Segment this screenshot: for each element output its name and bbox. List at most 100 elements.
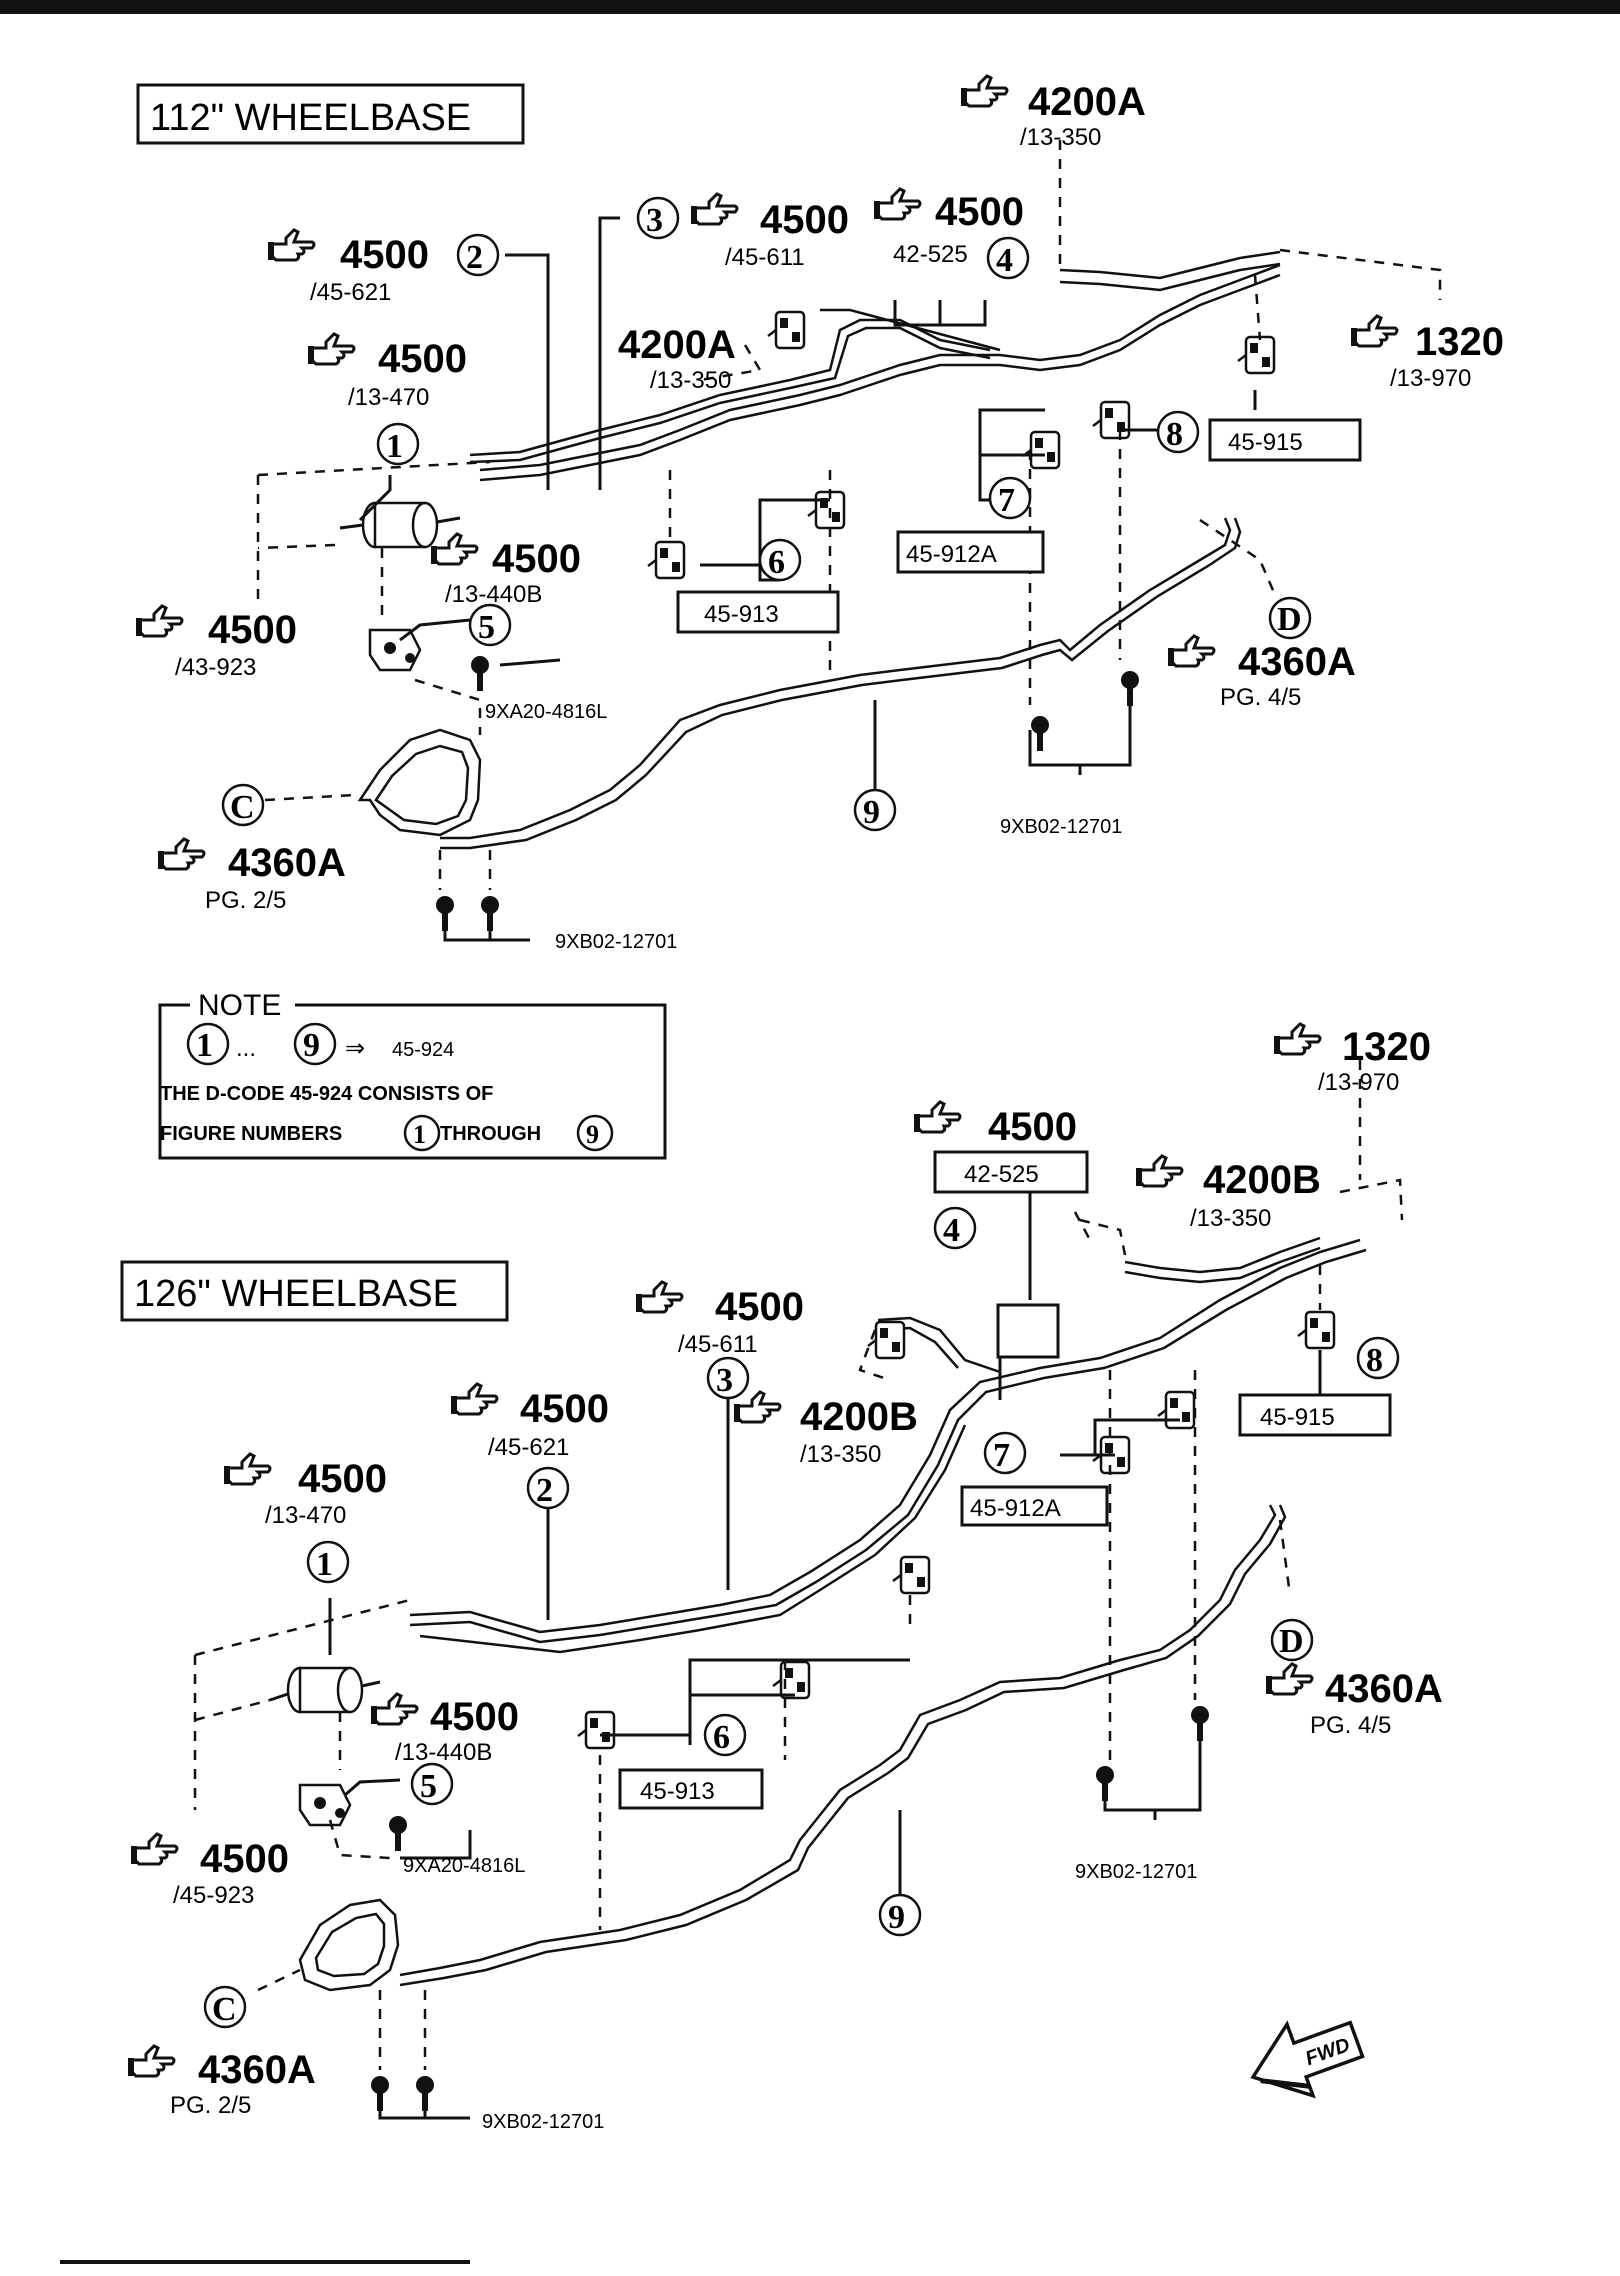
svg-text:45-915: 45-915: [1260, 1404, 1335, 1431]
line-clip-icon: [1091, 400, 1131, 440]
bottom-wheelbase-title: 126" WHEELBASE: [134, 1273, 458, 1315]
pointing-hand-icon: [872, 187, 922, 221]
bottom-ref-4360-c-code: 4360A: [198, 2048, 316, 2092]
bottom-ref-4500-923-code: 4500: [200, 1837, 289, 1881]
top-filler-neck-loop: [357, 728, 482, 837]
top-ref-4360-d-code: 4360A: [1238, 640, 1356, 684]
top-ref-4500-525-code: 4500: [935, 190, 1024, 234]
bottom-ref-4500-923-page: /45-923: [173, 1882, 254, 1909]
top-letter-C: C: [230, 789, 255, 826]
pointing-hand-icon: [1264, 1662, 1314, 1696]
top-ref-4500-440-page: /13-440B: [445, 581, 542, 608]
pointing-hand-icon: [306, 332, 356, 366]
top-box-45-912A: [896, 530, 1045, 574]
bottom-letter-C: C: [212, 1991, 237, 2028]
top-num-8: 8: [1166, 416, 1183, 453]
top-wheelbase-title: 112" WHEELBASE: [150, 97, 471, 139]
top-num-1: 1: [386, 428, 403, 465]
svg-text:45-913: 45-913: [704, 601, 779, 628]
bottom-num-6: 6: [713, 1719, 730, 1756]
top-num-2: 2: [466, 239, 483, 276]
top-num-9: 9: [863, 794, 880, 831]
note-box: NOTE 1 ... 9 ⇒ 45-924 THE D-CODE 45-924 …: [158, 989, 667, 1160]
bottom-ref-4200B-top-page: /13-350: [1190, 1205, 1271, 1232]
top-fuel-lines: [479, 263, 1281, 472]
bottom-fuel-filter: [269, 1666, 381, 1714]
bottom-ref-4500-621-page: /45-621: [488, 1434, 569, 1461]
bolt-icon: [1031, 716, 1049, 751]
bottom-box-45-912A: [960, 1485, 1109, 1527]
line-clip-icon: [891, 1555, 931, 1595]
pointing-hand-icon: [959, 74, 1009, 108]
top-ref-4500-611-code: 4500: [760, 198, 849, 242]
bottom-ref-4360-d-page: PG. 4/5: [1310, 1712, 1391, 1739]
top-fuel-filter: [339, 501, 461, 549]
bottom-ref-1320-code: 1320: [1342, 1025, 1431, 1069]
top-ref-4500-525-page: 42-525: [893, 241, 968, 268]
line-clip-icon: [866, 1320, 906, 1360]
line-clip-icon: [1021, 430, 1061, 470]
note-title: NOTE: [198, 989, 281, 1022]
bottom-ref-1320-page: /13-970: [1318, 1069, 1399, 1096]
line-clip-icon: [1236, 335, 1276, 375]
top-ref-4500-470-page: /13-470: [348, 384, 429, 411]
svg-text:9: 9: [586, 1120, 599, 1149]
bottom-filler-neck-loop: [298, 1898, 400, 1992]
pointing-hand-icon: [1166, 634, 1216, 668]
bottom-ref-4500-611-code: 4500: [715, 1285, 804, 1329]
bottom-ref-4500-621-code: 4500: [520, 1387, 609, 1431]
bottom-ref-4500-470-code: 4500: [298, 1457, 387, 1501]
top-border-bar: [0, 0, 1620, 14]
top-part-9XB02-right: 9XB02-12701: [1000, 816, 1122, 838]
bottom-section: 126" WHEELBASE: [120, 1022, 1443, 2133]
line-clip-icon: [576, 1710, 616, 1750]
pointing-hand-icon: [429, 532, 479, 566]
pointing-hand-icon: [129, 1832, 179, 1866]
top-letter-D: D: [1277, 601, 1302, 638]
bottom-num-9: 9: [888, 1899, 905, 1936]
pointing-hand-icon: [732, 1390, 782, 1424]
top-ref-4500-923-code: 4500: [208, 608, 297, 652]
bottom-ref-4500-611-page: /45-611: [678, 1331, 758, 1358]
bottom-part-9XB02-left: 9XB02-12701: [482, 2111, 604, 2133]
svg-text:45-913: 45-913: [640, 1778, 715, 1805]
bottom-num-2: 2: [536, 1472, 553, 1509]
fwd-arrow-icon: FWD: [1250, 2020, 1365, 2099]
bottom-part-9XA20: 9XA20-4816L: [403, 1855, 525, 1877]
bottom-ref-4200B-mid-page: /13-350: [800, 1441, 881, 1468]
top-ref-4200A-mid-page: /13-350: [650, 367, 731, 394]
bottom-wheelbase-box: [120, 1260, 509, 1322]
pointing-hand-icon: [1272, 1022, 1322, 1056]
svg-text:45-912A: 45-912A: [970, 1495, 1061, 1522]
top-part-9XB02-left: 9XB02-12701: [555, 931, 677, 953]
top-ref-4360-c-code: 4360A: [228, 841, 346, 885]
note-code: 45-924: [392, 1039, 454, 1061]
top-ref-4360-d-page: PG. 4/5: [1220, 684, 1301, 711]
top-num-7: 7: [998, 482, 1015, 519]
bottom-num-1: 1: [316, 1546, 333, 1583]
pointing-hand-icon: [1349, 314, 1399, 348]
line-clip-icon: [806, 490, 846, 530]
bottom-ref-4500-440-page: /13-440B: [395, 1739, 492, 1766]
pointing-hand-icon: [156, 837, 206, 871]
bolt-icon: [471, 656, 489, 691]
line-clip-icon: [766, 310, 806, 350]
top-ref-4500-621-page: /45-621: [310, 279, 391, 306]
top-num-6: 6: [768, 544, 785, 581]
bottom-letter-D: D: [1279, 1623, 1304, 1660]
pointing-hand-icon: [126, 2044, 176, 2078]
svg-text:1: 1: [196, 1027, 213, 1064]
svg-text:42-525: 42-525: [964, 1161, 1039, 1188]
note-line3a: FIGURE NUMBERS: [160, 1123, 342, 1145]
bottom-num-3: 3: [716, 1362, 733, 1399]
line-clip-icon: [1296, 1310, 1336, 1350]
line-clip-icon: [771, 1660, 811, 1700]
pointing-hand-icon: [1134, 1154, 1184, 1188]
bottom-num-8: 8: [1366, 1342, 1383, 1379]
pointing-hand-icon: [134, 604, 184, 638]
top-box-45-915: [1208, 418, 1362, 462]
pointing-hand-icon: [369, 1692, 419, 1726]
top-box-45-913: [676, 590, 840, 634]
svg-text:45-912A: 45-912A: [906, 541, 997, 568]
top-ref-4200A-mid-code: 4200A: [618, 323, 736, 367]
